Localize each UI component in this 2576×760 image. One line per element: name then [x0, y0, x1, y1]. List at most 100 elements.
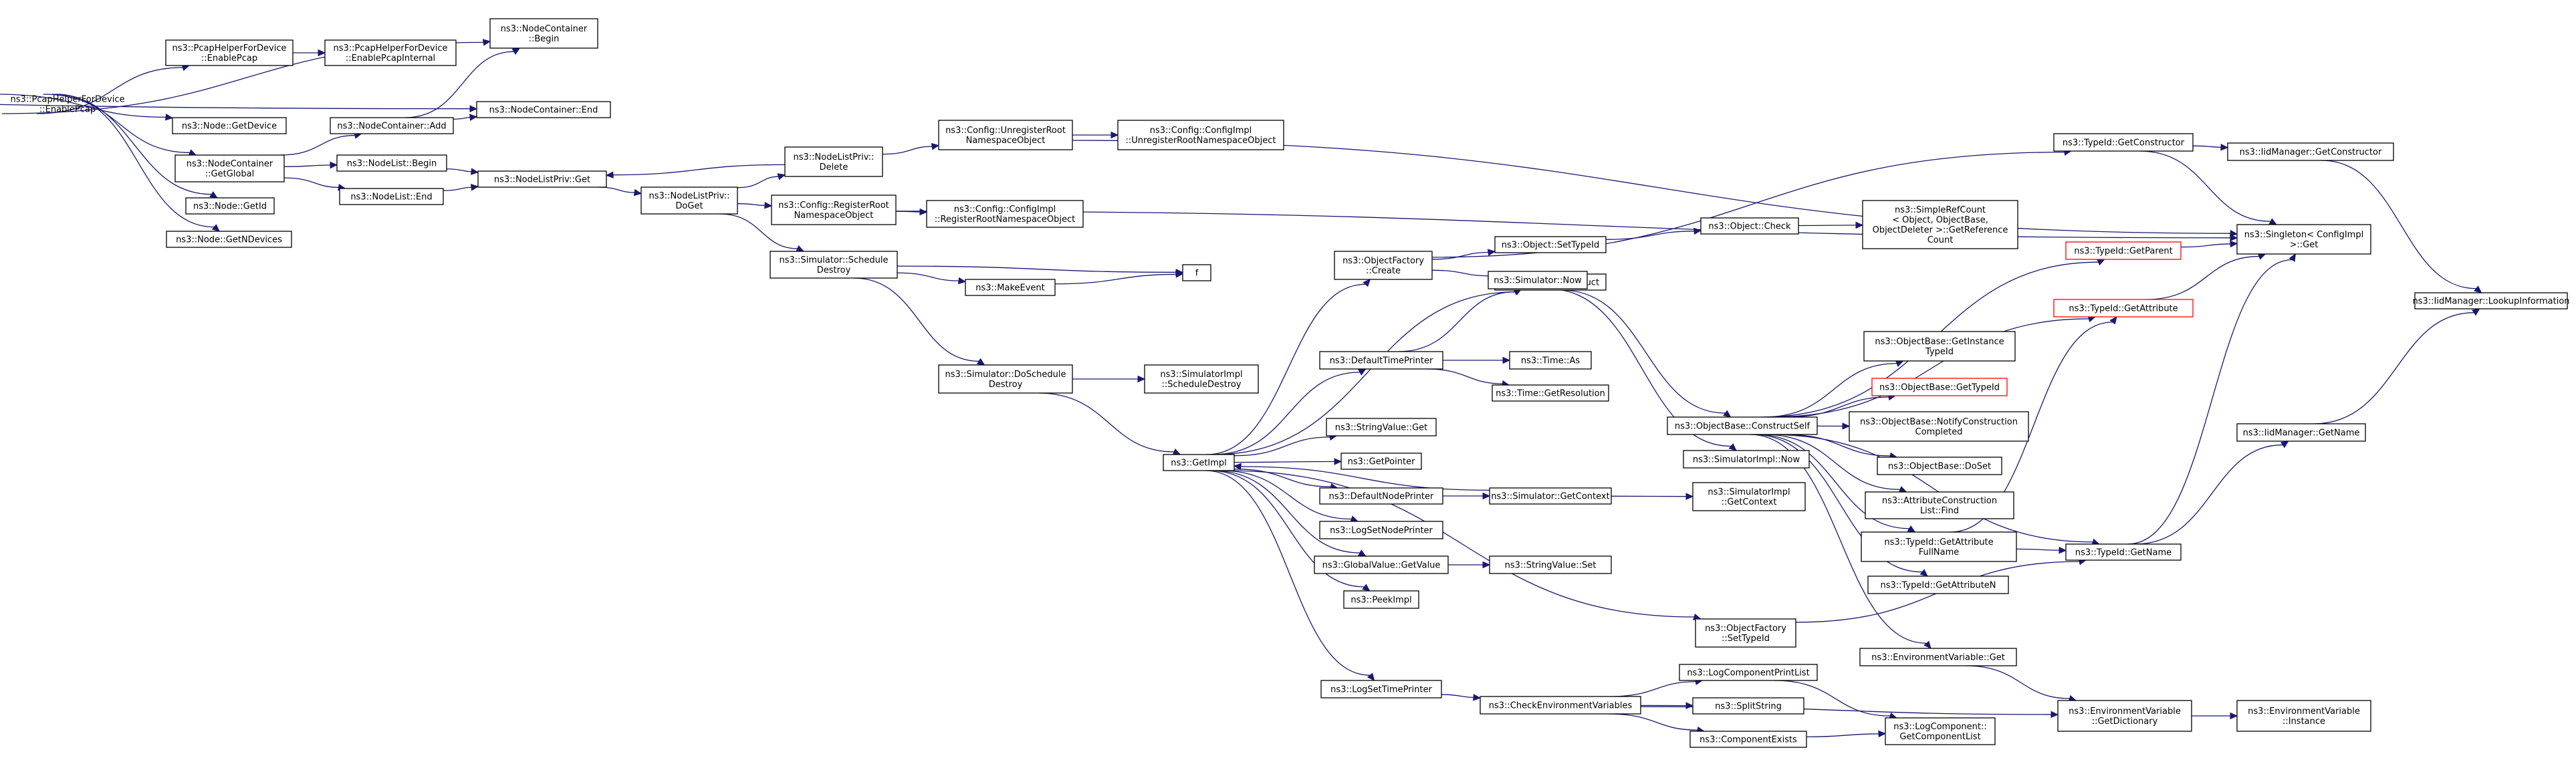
graph-node-typeid-getparent[interactable]: ns3::TypeId::GetParent — [2065, 241, 2182, 260]
graph-node-logcomp-getlist[interactable]: ns3::LogComponent::GetComponentList — [1885, 717, 1996, 745]
graph-node-getpointer[interactable]: ns3::GetPointer — [1340, 453, 1422, 470]
graph-node-f[interactable]: f — [1182, 264, 1211, 281]
node-box — [1163, 454, 1235, 471]
graph-node-getimpl[interactable]: ns3::GetImpl — [1163, 454, 1235, 471]
graph-node-objbase-notify[interactable]: ns3::ObjectBase::NotifyConstructionCompl… — [1849, 411, 2029, 442]
graph-node-cfgimpl-reg[interactable]: ns3::Config::ConfigImpl::RegisterRootNam… — [926, 200, 1084, 228]
node-box — [174, 154, 285, 182]
node-box — [771, 195, 897, 225]
graph-node-sim-getcontext[interactable]: ns3::Simulator::GetContext — [1489, 487, 1612, 505]
graph-node-simimpl-sched[interactable]: ns3::SimulatorImpl::ScheduleDestroy — [1144, 364, 1259, 394]
graph-node-simimpl-now[interactable]: ns3::SimulatorImpl::Now — [1683, 450, 1810, 469]
graph-node-node-getdevice[interactable]: ns3::Node::GetDevice — [172, 117, 287, 134]
node-label: ns3::DefaultTimePrinter — [1330, 356, 1433, 366]
graph-node-cfg-reg[interactable]: ns3::Config::RegisterRootNamespaceObject — [771, 195, 897, 225]
graph-node-objfactory-create[interactable]: ns3::ObjectFactory::Create — [1334, 251, 1433, 280]
graph-node-obj-check[interactable]: ns3::Object::Check — [1700, 217, 1799, 235]
node-box — [172, 117, 287, 134]
graph-node-iidmgr-lookupinfo[interactable]: ns3::IidManager::LookupInformation — [2412, 292, 2570, 309]
graph-node-node-getid[interactable]: ns3::Node::GetId — [185, 197, 275, 215]
graph-node-logsetnodeprinter[interactable]: ns3::LogSetNodePrinter — [1319, 521, 1443, 539]
graph-node-nlp-delete[interactable]: ns3::NodeListPriv::Delete — [784, 146, 883, 177]
node-label: ns3::LogSetNodePrinter — [1330, 526, 1433, 536]
graph-node-nl-end[interactable]: ns3::NodeList::End — [339, 188, 444, 205]
node-label: ns3::NodeContainer::End — [489, 106, 598, 116]
graph-node-node-getndevices[interactable]: ns3::Node::GetNDevices — [166, 231, 292, 248]
graph-node-simplerefcount[interactable]: ns3::SimpleRefCount< Object, ObjectBase,… — [1862, 200, 2018, 249]
graph-node-globalvalue-getvalue[interactable]: ns3::GlobalValue::GetValue — [1314, 555, 1449, 574]
graph-node-singleton-get[interactable]: ns3::Singleton< ConfigImpl>::Get — [2236, 224, 2371, 255]
node-label: >::Get — [2290, 240, 2319, 250]
graph-node-sim-now[interactable]: ns3::Simulator::Now — [1488, 271, 1588, 289]
node-box — [1865, 491, 2014, 519]
graph-node-envvar-get[interactable]: ns3::EnvironmentVariable::Get — [1859, 648, 2017, 666]
arrowhead — [1923, 640, 1931, 649]
graph-node-checkenv[interactable]: ns3::CheckEnvironmentVariables — [1480, 696, 1641, 715]
graph-node-typeid-getattrn[interactable]: ns3::TypeId::GetAttributeN — [1867, 576, 2009, 594]
graph-node-simimpl-getcontext[interactable]: ns3::SimulatorImpl::GetContext — [1692, 482, 1806, 511]
graph-node-logcomp-printlist[interactable]: ns3::LogComponentPrintList — [1679, 664, 1818, 681]
graph-node-cfg-unreg[interactable]: ns3::Config::UnregisterRootNamespaceObje… — [938, 120, 1073, 150]
graph-node-peekimpl[interactable]: ns3::PeekImpl — [1343, 590, 1419, 609]
graph-node-nc-getglobal[interactable]: ns3::NodeContainer::GetGlobal — [174, 154, 285, 182]
node-box — [640, 186, 738, 215]
graph-node-makeevent[interactable]: ns3::MakeEvent — [965, 279, 1056, 296]
node-box — [1320, 680, 1442, 699]
graph-node-sim-schedd[interactable]: ns3::Simulator::ScheduleDestroy — [770, 251, 898, 279]
graph-node-typeid-getconstructor[interactable]: ns3::TypeId::GetConstructor — [2053, 133, 2194, 152]
graph-node-ph-enable[interactable]: ns3::PcapHelperForDevice::EnablePcap — [165, 39, 294, 66]
graph-node-stringvalue-set[interactable]: ns3::StringValue::Set — [1489, 555, 1612, 574]
graph-node-envvar-getdict[interactable]: ns3::EnvironmentVariable::GetDictionary — [2057, 700, 2192, 732]
graph-node-logsettimeprinter[interactable]: ns3::LogSetTimePrinter — [1320, 680, 1442, 699]
graph-node-typeid-getname[interactable]: ns3::TypeId::GetName — [2065, 543, 2182, 561]
graph-node-nc-begin[interactable]: ns3::NodeContainer::Begin — [489, 18, 598, 49]
graph-node-nc-add[interactable]: ns3::NodeContainer::Add — [330, 117, 454, 134]
node-box — [1314, 555, 1449, 574]
edge-line — [1054, 273, 1177, 285]
node-label: ::Create — [1366, 266, 1401, 276]
graph-node-envvar-instance[interactable]: ns3::EnvironmentVariable::Instance — [2236, 700, 2371, 732]
graph-node-componentexists[interactable]: ns3::ComponentExists — [1689, 731, 1807, 748]
graph-node-defaulttimeprinter[interactable]: ns3::DefaultTimePrinter — [1319, 351, 1443, 370]
edge-obj_check-to-simplerefcount — [1798, 221, 1864, 229]
graph-node-nl-begin[interactable]: ns3::NodeList::Begin — [336, 154, 447, 172]
node-box — [165, 39, 294, 66]
graph-node-root: ns3::PcapHelperForDevice::EnablePcap — [11, 95, 125, 115]
graph-node-defaultnodeprinter[interactable]: ns3::DefaultNodePrinter — [1319, 487, 1443, 505]
graph-node-cfgimpl-unreg[interactable]: ns3::Config::ConfigImpl::UnregisterRootN… — [1117, 120, 1284, 150]
node-box — [166, 231, 292, 248]
arrowhead — [470, 168, 479, 175]
edge-root-to-node_getndevices — [55, 94, 221, 232]
graph-node-objbase-gettypeid[interactable]: ns3::ObjectBase::GetTypeId — [1871, 378, 2008, 396]
node-label: ::SetTypeId — [1722, 634, 1770, 644]
graph-node-time-as[interactable]: ns3::Time::As — [1509, 351, 1592, 370]
node-box — [2236, 224, 2371, 255]
graph-node-nlp-get[interactable]: ns3::NodeListPriv::Get — [477, 170, 607, 188]
node-box — [2057, 700, 2192, 732]
graph-node-objbase-constructself[interactable]: ns3::ObjectBase::ConstructSelf — [1667, 416, 1818, 435]
node-label: ns3::NodeList::Begin — [347, 159, 437, 169]
edge-typeid_getattribute-to-singleton_get — [2146, 253, 2266, 300]
graph-node-iidmgr-getname[interactable]: ns3::IidManager::GetName — [2236, 423, 2366, 442]
node-label: Destroy — [989, 380, 1023, 390]
graph-node-typeid-getattribute[interactable]: ns3::TypeId::GetAttribute — [2053, 299, 2194, 318]
edge-line — [453, 116, 471, 120]
graph-node-objfactory-settypeid[interactable]: ns3::ObjectFactory::SetTypeId — [1695, 618, 1796, 648]
graph-node-objbase-doset[interactable]: ns3::ObjectBase::DoSet — [1877, 457, 2002, 475]
edge-line — [1431, 251, 1489, 260]
graph-node-splitstring[interactable]: ns3::SplitString — [1692, 697, 1804, 715]
edge-line — [1798, 225, 1857, 227]
graph-node-iidmgr-getconstructor[interactable]: ns3::IidManager::GetConstructor — [2227, 142, 2394, 161]
graph-node-time-getres[interactable]: ns3::Time::GetResolution — [1492, 384, 1609, 402]
node-box — [1689, 731, 1807, 748]
graph-node-obj-settypeid[interactable]: ns3::Object::SetTypeId — [1494, 236, 1607, 253]
node-label: f — [1195, 269, 1199, 279]
graph-node-nc-end[interactable]: ns3::NodeContainer::End — [476, 101, 611, 118]
graph-node-ph-internal[interactable]: ns3::PcapHelperForDevice::EnablePcapInte… — [324, 39, 457, 66]
graph-node-nlp-doget[interactable]: ns3::NodeListPriv::DoGet — [640, 186, 738, 215]
graph-node-stringvalue-get[interactable]: ns3::StringValue::Get — [1326, 418, 1437, 436]
